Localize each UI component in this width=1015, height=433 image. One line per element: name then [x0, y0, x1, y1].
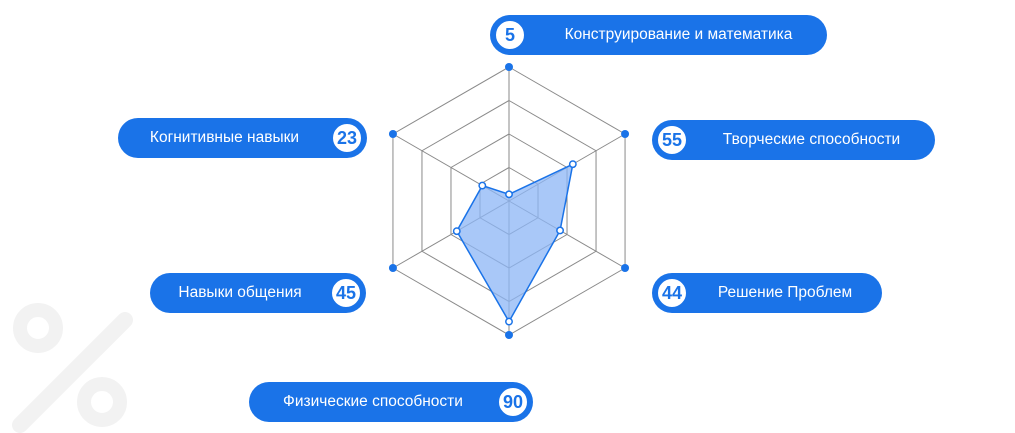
axis-pill-cognitive: Когнитивные навыки 23 [118, 118, 367, 158]
data-point [452, 227, 461, 236]
axis-value-problem-solving: 44 [656, 277, 688, 309]
axis-end-dot [388, 130, 397, 138]
axis-label-physical: Физические способности [283, 393, 463, 410]
axis-end-dot [505, 63, 513, 71]
axis-pill-communication: Навыки общения 45 [150, 273, 366, 313]
axis-value-creativity: 55 [656, 124, 688, 156]
axis-value-cognitive: 23 [331, 122, 363, 154]
data-point [568, 160, 577, 169]
axis-label-creativity: Творческие способности [722, 131, 901, 148]
axis-value-communication: 45 [330, 277, 362, 309]
axis-label-engineering: Конструирование и математика [564, 26, 793, 43]
axis-value-engineering: 5 [494, 19, 526, 51]
data-point [505, 317, 513, 326]
axis-end-dot [621, 264, 630, 272]
axis-end-dot [505, 331, 513, 339]
data-point [505, 190, 513, 199]
axis-pill-problem-solving: 44 Решение Проблем [652, 273, 882, 313]
data-point [478, 181, 487, 190]
axis-end-dot [621, 130, 630, 138]
axis-end-dot [388, 264, 397, 272]
axis-pill-creativity: 55 Творческие способности [652, 120, 935, 160]
axis-label-problem-solving: Решение Проблем [717, 284, 853, 301]
axis-pill-engineering: 5 Конструирование и математика [490, 15, 827, 55]
percent-watermark-icon [12, 303, 133, 433]
axis-value-physical: 90 [497, 386, 529, 418]
data-area [455, 162, 574, 324]
axis-pill-physical: Физические способности 90 [249, 382, 533, 422]
axis-label-cognitive: Когнитивные навыки [149, 129, 300, 146]
axis-label-communication: Навыки общения [178, 284, 302, 301]
data-point [556, 226, 565, 235]
